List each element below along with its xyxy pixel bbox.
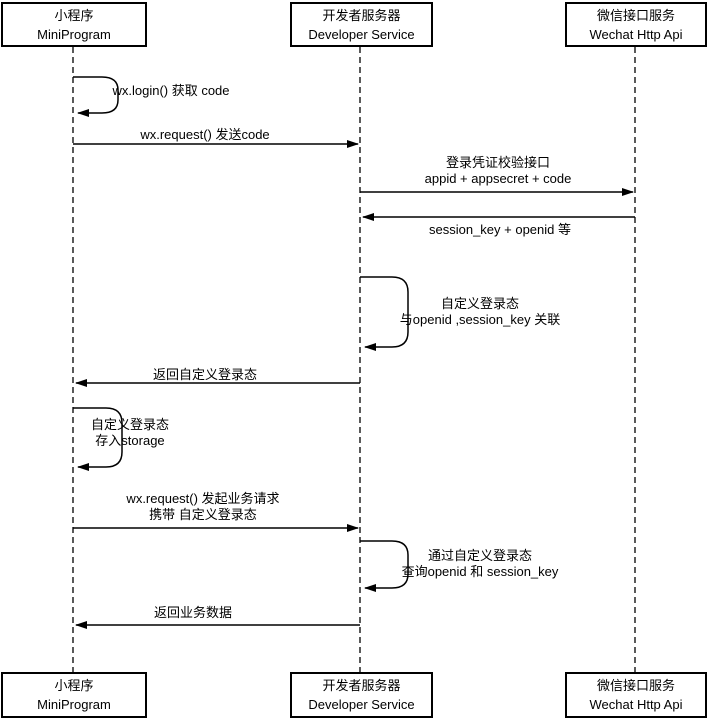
participant-bottom-miniprogram: 小程序 MiniProgram	[1, 672, 147, 718]
participant-name-en: Wechat Http Api	[589, 26, 683, 42]
message-9-self-loop-arrow	[360, 540, 409, 592]
message-5-label: 自定义登录态 与openid ,session_key 关联	[399, 296, 561, 327]
participant-bottom-wechat-api: 微信接口服务 Wechat Http Api	[565, 672, 707, 718]
message-4-label: session_key + openid 等	[428, 222, 572, 237]
participant-name-en: Developer Service	[308, 697, 415, 712]
participant-name-zh: 开发者服务器	[322, 7, 401, 23]
participant-top-wechat-api: 微信接口服务 Wechat Http Api	[565, 2, 707, 47]
message-8-label: wx.request() 发起业务请求 携带 自定义登录态	[126, 491, 280, 522]
participant-name-en: MiniProgram	[37, 697, 111, 712]
message-6-label: 返回自定义登录态	[152, 367, 258, 382]
participant-top-miniprogram: 小程序 MiniProgram	[1, 2, 147, 47]
participant-name-en: Developer Service	[308, 26, 415, 42]
message-5-self-loop-arrow	[360, 276, 409, 351]
message-9-label: 通过自定义登录态 查询openid 和 session_key	[401, 548, 559, 579]
participant-name-zh: 微信接口服务	[596, 678, 675, 693]
participant-name-zh: 微信接口服务	[596, 7, 675, 23]
participant-name-zh: 小程序	[54, 678, 94, 693]
participant-bottom-developer-service: 开发者服务器 Developer Service	[290, 672, 433, 718]
participant-name-en: Wechat Http Api	[589, 697, 683, 712]
message-2-label: wx.request() 发送code	[140, 127, 270, 142]
participant-top-developer-service: 开发者服务器 Developer Service	[290, 2, 433, 47]
participant-name-zh: 开发者服务器	[322, 678, 401, 693]
participant-name-zh: 小程序	[54, 7, 94, 23]
message-7-label: 自定义登录态 存入storage	[90, 417, 170, 448]
message-1-self-loop-arrow	[73, 76, 119, 117]
participant-name-en: MiniProgram	[37, 26, 111, 42]
message-1-label: wx.login() 获取 code	[112, 83, 230, 98]
message-7-self-loop-arrow	[73, 407, 123, 471]
message-3-label: 登录凭证校验接口 appid + appsecret + code	[424, 155, 572, 186]
message-10-label: 返回业务数据	[153, 605, 233, 620]
